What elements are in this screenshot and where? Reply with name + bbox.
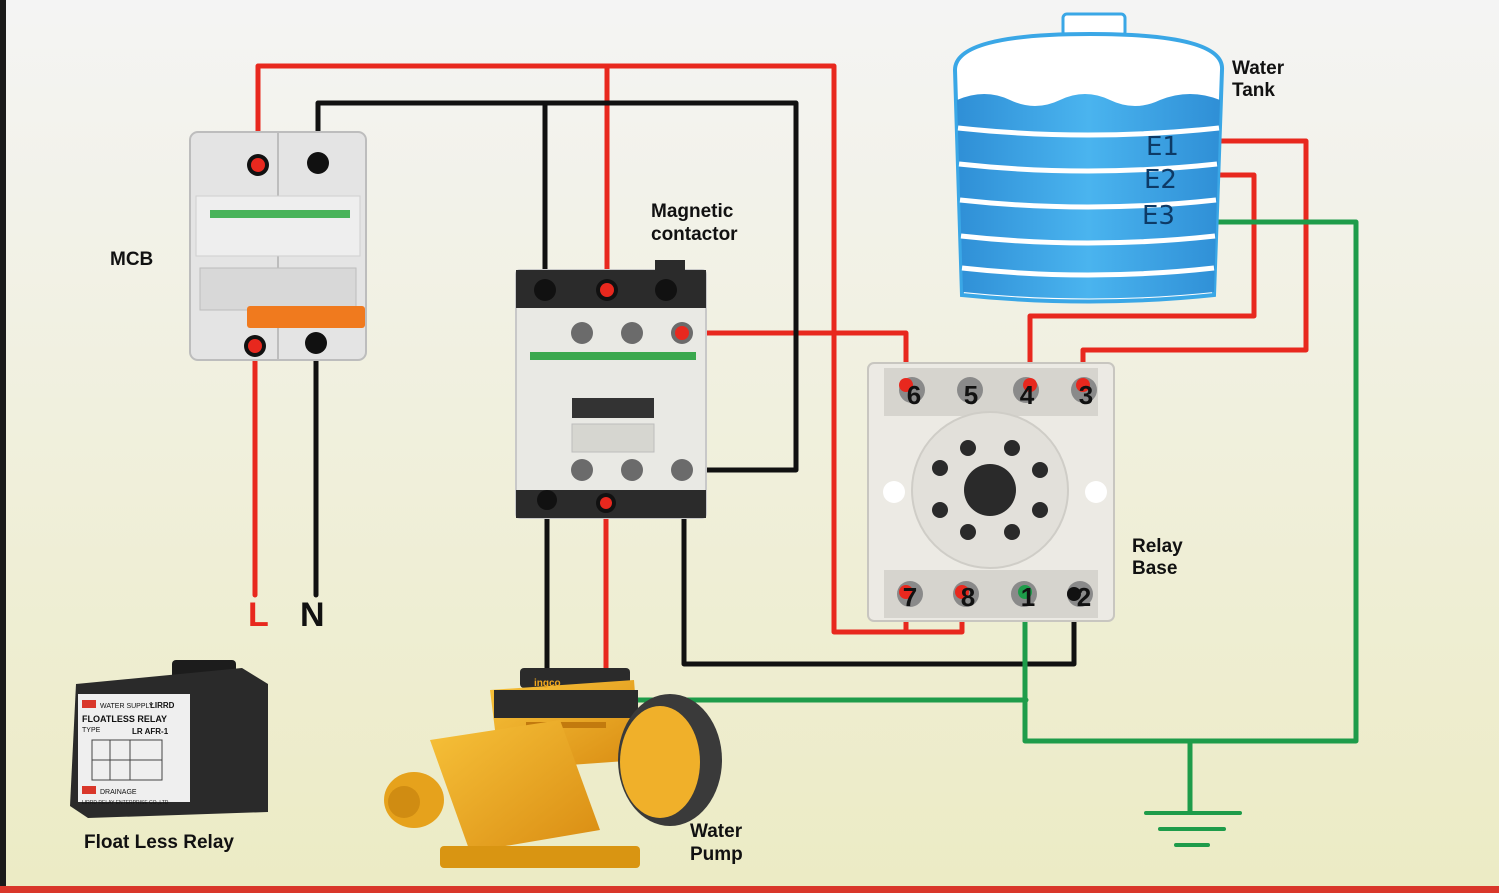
relay-terminal-2: 2 [1077,582,1091,612]
floatless-relay-label: Float Less Relay [84,832,234,853]
relay-terminal-7: 7 [903,582,917,612]
relay-base-label-line1: Relay [1132,536,1183,557]
relay-terminal-4: 4 [1020,380,1035,410]
relay-brand: LIRRD [150,701,175,710]
mcb [189,131,367,361]
relay-terminal-8: 8 [961,582,975,612]
electrode-e1-label: E1 [1146,132,1179,162]
mcb-toggle[interactable] [247,306,365,328]
wire-e2-relay-4 [1027,172,1257,388]
live-terminal-label: L [248,596,269,634]
tank-label-line1: Water [1232,58,1285,79]
relay-device-title: FLOATLESS RELAY [82,714,167,724]
relay-badge-bottom: DRAINAGE [100,789,137,796]
wire-neutral-mcb-top [315,100,799,473]
water-pump: ingco [384,668,722,868]
pump-brand: ingco [534,678,561,689]
left-edge [0,0,6,893]
mcb-label: MCB [110,249,153,270]
mcb-in-live-dot [251,158,265,172]
contactor-label-line2: contactor [651,224,738,245]
relay-terminal-1: 1 [1021,582,1035,612]
electrode-e3-label: E3 [1142,201,1175,231]
relay-terminal-6: 6 [907,380,921,410]
pump-label-line1: Water [690,821,743,842]
relay-type-label: TYPE [82,727,101,734]
ground-symbol [1144,811,1242,847]
bottom-edge [0,886,1499,893]
mcb-out-live-dot [248,339,262,353]
magnetic-contactor [515,260,707,519]
relay-model: LR AFR-1 [132,727,169,736]
electrode-e2-label: E2 [1144,165,1177,195]
relay-terminal-5: 5 [964,380,978,410]
wire-live-mcb-top [255,63,965,635]
relay-badge-top: WATER SUPPLY [100,703,154,710]
relay-base-label-line2: Base [1132,558,1177,579]
contactor-label-line1: Magnetic [651,201,734,222]
floatless-relay-device: WATER SUPPLY LIRRD FLOATLESS RELAY TYPE … [70,660,268,818]
relay-base: 6 5 4 3 7 8 1 2 [867,362,1115,622]
wire-neutral-relay-2 [681,470,1077,667]
relay-maker: LIRRD RELAY ENTERPRISE CO.,LTD [82,800,169,806]
tank-label-line2: Tank [1232,80,1275,101]
pump-label-line2: Pump [690,844,743,865]
wire-earth-relay-1 [1022,219,1359,744]
relay-terminal-3: 3 [1079,380,1093,410]
water-tank [952,12,1225,304]
neutral-terminal-label: N [300,596,325,634]
wires [252,63,1359,815]
wire-e1-relay-3 [1080,138,1309,388]
